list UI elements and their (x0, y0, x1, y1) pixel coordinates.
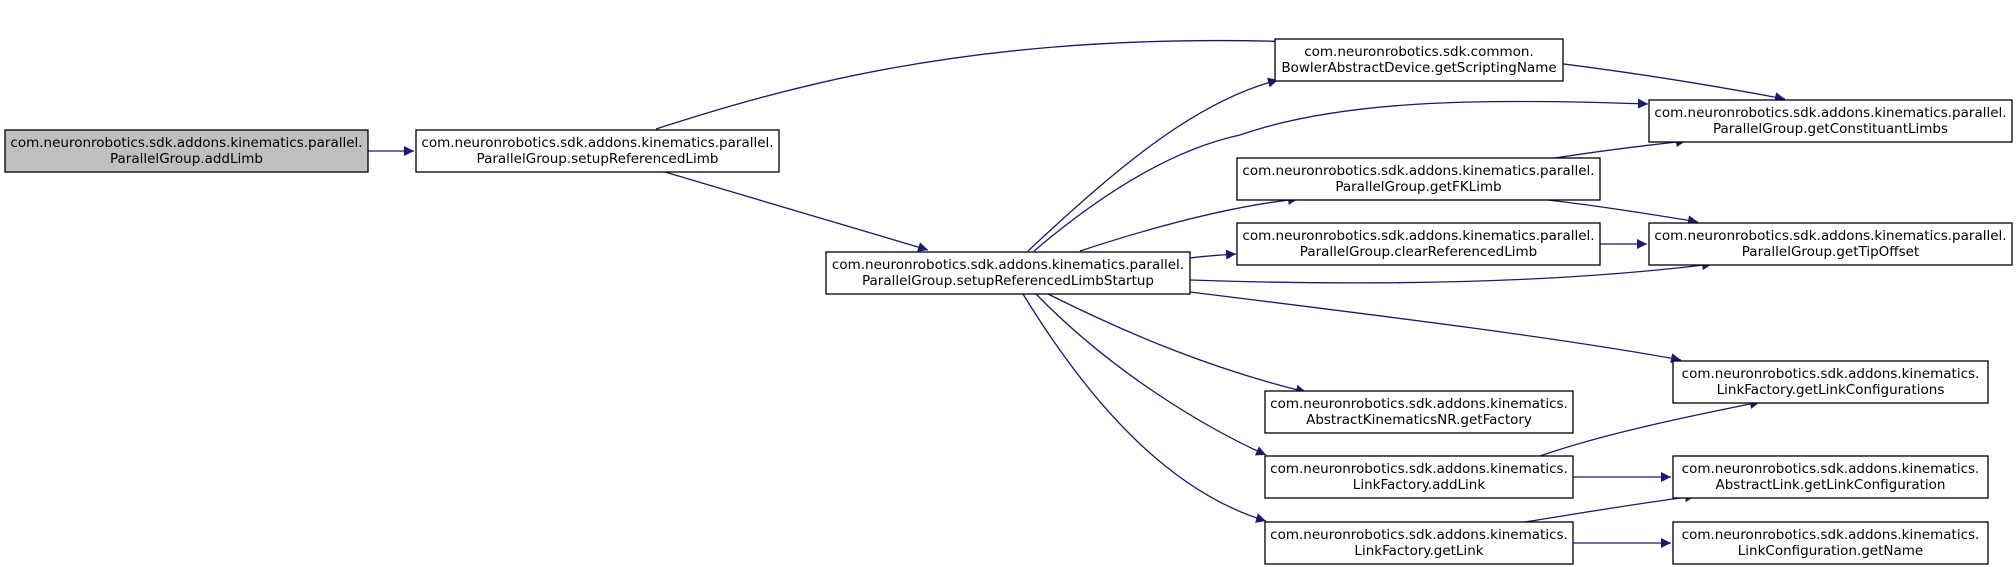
node-setupReferencedLimb[interactable]: com.neuronrobotics.sdk.addons.kinematics… (415, 129, 780, 173)
node-label-line2: ParallelGroup.getConstituantLimbs (1713, 121, 1948, 137)
node-label-line1: com.neuronrobotics.sdk.addons.kinematics… (1682, 366, 1980, 382)
node-getLinkConfiguration[interactable]: com.neuronrobotics.sdk.addons.kinematics… (1672, 455, 1989, 499)
node-addLimb[interactable]: com.neuronrobotics.sdk.addons.kinematics… (4, 129, 369, 173)
node-setupReferencedLimbStartup[interactable]: com.neuronrobotics.sdk.addons.kinematics… (825, 251, 1191, 295)
node-getFactory[interactable]: com.neuronrobotics.sdk.addons.kinematics… (1264, 390, 1574, 434)
edge-setupReferencedLimbStartup-to-getFKLimb (1079, 195, 1299, 252)
node-getName[interactable]: com.neuronrobotics.sdk.addons.kinematics… (1672, 521, 1989, 565)
edge-setupReferencedLimb-to-setupReferencedLimbStartup (664, 171, 929, 252)
node-getLink[interactable]: com.neuronrobotics.sdk.addons.kinematics… (1264, 521, 1574, 565)
edge-getFKLimb-to-getTipOffset (1547, 199, 1699, 226)
node-getScriptingName[interactable]: com.neuronrobotics.sdk.common.BowlerAbst… (1274, 38, 1564, 82)
node-label-line2: ParallelGroup.getTipOffset (1742, 244, 1919, 260)
node-label-line1: com.neuronrobotics.sdk.common. (1304, 44, 1534, 60)
edge-setupReferencedLimbStartup-to-getLink (1022, 293, 1267, 523)
node-box (1672, 360, 1989, 404)
edge-setupReferencedLimbStartup-to-getLinkConfigurations (1189, 291, 1682, 364)
node-getConstituantLimbs[interactable]: com.neuronrobotics.sdk.addons.kinematics… (1648, 99, 2013, 143)
node-label-line1: com.neuronrobotics.sdk.addons.kinematics… (1242, 228, 1594, 244)
node-label-line1: com.neuronrobotics.sdk.addons.kinematics… (1270, 396, 1568, 412)
node-label-line1: com.neuronrobotics.sdk.addons.kinematics… (1270, 527, 1568, 543)
node-label-line2: LinkFactory.getLink (1354, 543, 1483, 559)
edge-getLink-to-getLinkConfiguration (1524, 492, 1696, 523)
edge-setupReferencedLimbStartup-to-getConstituantLimbs (1033, 98, 1649, 252)
edges (368, 39, 1786, 548)
edge-setupReferencedLimbStartup-to-getScriptingName (1027, 77, 1279, 252)
node-box (1648, 222, 2013, 266)
node-label-line2: AbstractKinematicsNR.getFactory (1306, 412, 1532, 428)
node-label-line2: ParallelGroup.addLimb (110, 151, 263, 167)
node-getFKLimb[interactable]: com.neuronrobotics.sdk.addons.kinematics… (1236, 157, 1601, 201)
node-label-line1: com.neuronrobotics.sdk.addons.kinematics… (1270, 461, 1568, 477)
node-box (1274, 38, 1564, 82)
node-label-line1: com.neuronrobotics.sdk.addons.kinematics… (1654, 228, 2006, 244)
node-label-line2: ParallelGroup.getFKLimb (1335, 179, 1501, 195)
node-label-line2: ParallelGroup.setupReferencedLimb (477, 151, 719, 167)
node-label-line2: ParallelGroup.setupReferencedLimbStartup (862, 273, 1154, 289)
edge-setupReferencedLimbStartup-to-getFactory (1047, 293, 1307, 395)
node-box (1672, 455, 1989, 499)
node-label-line1: com.neuronrobotics.sdk.addons.kinematics… (1654, 105, 2006, 121)
node-box (415, 129, 780, 173)
node-clearReferencedLimb[interactable]: com.neuronrobotics.sdk.addons.kinematics… (1236, 222, 1601, 266)
node-label-line1: com.neuronrobotics.sdk.addons.kinematics… (832, 257, 1184, 273)
edge-setupReferencedLimbStartup-to-getTipOffset (1189, 260, 1713, 284)
node-label-line2: LinkFactory.addLink (1353, 477, 1486, 493)
edge-addLink-to-getLinkConfigurations (1539, 399, 1761, 457)
node-label-line1: com.neuronrobotics.sdk.addons.kinematics… (421, 135, 773, 151)
node-label-line1: com.neuronrobotics.sdk.addons.kinematics… (1682, 527, 1980, 543)
node-getTipOffset[interactable]: com.neuronrobotics.sdk.addons.kinematics… (1648, 222, 2013, 266)
edge-setupReferencedLimbStartup-to-clearReferencedLimb (1189, 249, 1237, 260)
node-label-line2: ParallelGroup.clearReferencedLimb (1300, 244, 1537, 260)
node-label-line2: AbstractLink.getLinkConfiguration (1716, 477, 1946, 493)
node-getLinkConfigurations[interactable]: com.neuronrobotics.sdk.addons.kinematics… (1672, 360, 1989, 404)
edge-getFKLimb-to-getConstituantLimbs (1554, 137, 1687, 159)
node-box (4, 129, 369, 173)
node-box (1264, 390, 1574, 434)
nodes: com.neuronrobotics.sdk.addons.kinematics… (4, 38, 2013, 565)
node-label-line1: com.neuronrobotics.sdk.addons.kinematics… (1682, 461, 1980, 477)
node-label-line1: com.neuronrobotics.sdk.addons.kinematics… (1242, 163, 1594, 179)
node-label-line2: LinkFactory.getLinkConfigurations (1717, 382, 1945, 398)
edge-setupReferencedLimb-to-getConstituantLimbs (655, 39, 1786, 130)
node-label-line2: BowlerAbstractDevice.getScriptingName (1281, 60, 1556, 76)
node-box (1264, 455, 1574, 499)
node-label-line1: com.neuronrobotics.sdk.addons.kinematics… (10, 135, 362, 151)
node-label-line2: LinkConfiguration.getName (1738, 543, 1924, 559)
node-box (1236, 157, 1601, 201)
node-addLink[interactable]: com.neuronrobotics.sdk.addons.kinematics… (1264, 455, 1574, 499)
node-box (1264, 521, 1574, 565)
node-box (1648, 99, 2013, 143)
node-box (825, 251, 1191, 295)
node-box (1672, 521, 1989, 565)
node-box (1236, 222, 1601, 266)
edge-setupReferencedLimbStartup-to-addLink (1035, 293, 1267, 456)
